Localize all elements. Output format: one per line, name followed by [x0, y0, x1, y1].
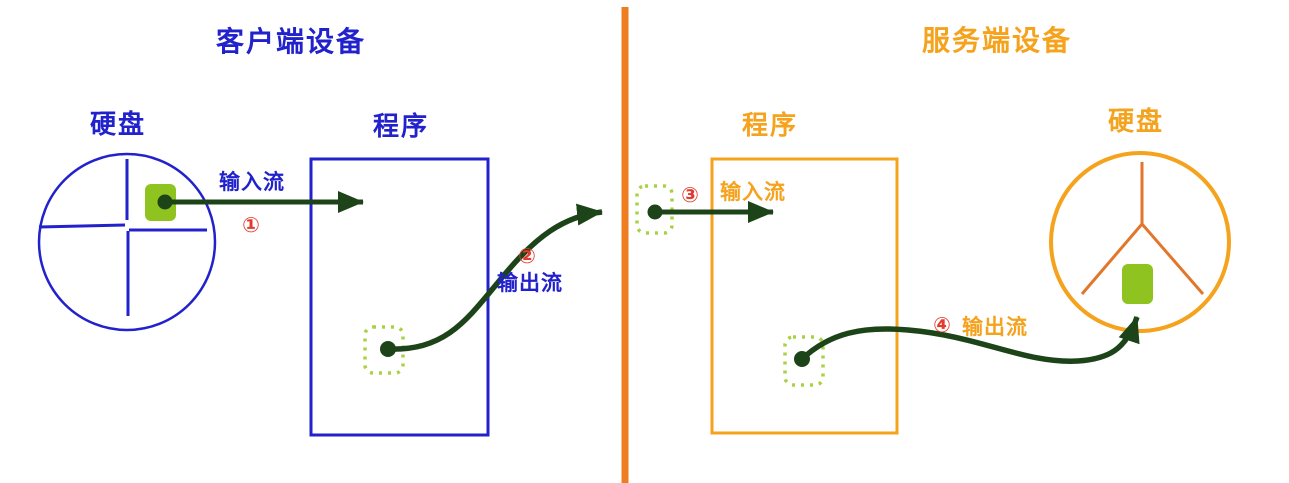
server-disk-circle: [1049, 151, 1231, 333]
network-divider-line: [621, 7, 629, 483]
stream-dot-2: [380, 341, 396, 357]
output-stream-curve-4: [800, 316, 1140, 364]
client-output-stream-label: 输出流: [497, 271, 563, 295]
server-file-square: [1122, 264, 1153, 304]
client-disk-label: 硬盘: [89, 110, 147, 140]
server-title: 服务端设备: [921, 24, 1073, 57]
server-output-stream-label: 输出流: [962, 315, 1028, 339]
client-disk-circle: [37, 152, 217, 332]
step-number-4: ④: [933, 313, 951, 337]
server-program-label: 程序: [741, 111, 799, 141]
stream-dot-4: [794, 351, 810, 367]
client-program-label: 程序: [372, 112, 430, 142]
step-number-3: ③: [681, 183, 699, 207]
client-disk-platter-lines: [38, 159, 207, 316]
server-disk-label: 硬盘: [1107, 107, 1165, 137]
step-number-2: ②: [518, 244, 536, 268]
client-output-socket-dotted: [363, 325, 405, 375]
output-stream-curve-2: [387, 203, 603, 352]
server-output-socket-dotted: [783, 335, 825, 387]
server-disk-platter-lines: [1080, 162, 1205, 295]
client-input-stream-label: 输入流: [219, 170, 285, 194]
server-program-box: [710, 157, 899, 435]
server-input-stream-label: 输入流: [720, 180, 786, 204]
stream-dot-1: [157, 194, 173, 210]
client-title: 客户端设备: [215, 25, 367, 58]
stream-dot-3: [647, 204, 663, 220]
step-number-1: ①: [242, 213, 260, 237]
